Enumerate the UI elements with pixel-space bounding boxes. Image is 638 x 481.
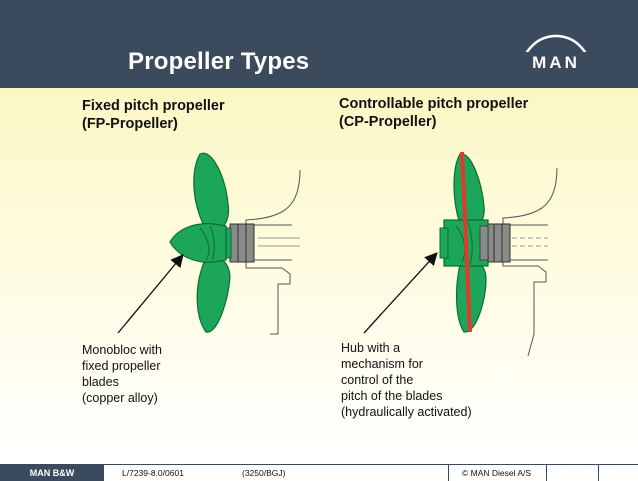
cp-lower-blade	[455, 263, 487, 333]
fp-hub	[169, 223, 227, 263]
fp-annotation-arrow	[117, 254, 184, 334]
cp-shaft-coupling	[485, 223, 511, 263]
page-title: Propeller Types	[128, 48, 310, 75]
svg-text:MAN: MAN	[532, 53, 580, 72]
fp-hull-outline	[245, 169, 301, 335]
man-logo-icon: MAN	[520, 34, 592, 72]
cp-heading-line1: Controllable pitch propeller	[339, 96, 529, 112]
cp-note-line: Hub with a	[341, 341, 401, 355]
cp-note-line: control of the	[341, 373, 414, 387]
footer-bar: MAN B&W L/7239-8.0/0601 (3250/BGJ) © MAN…	[0, 464, 638, 481]
fp-note-line: Monobloc with	[82, 343, 162, 357]
cp-upper-blade	[453, 153, 485, 225]
cp-note-line: pitch of the blades	[341, 389, 443, 403]
cp-propeller	[363, 151, 558, 357]
header-bar: Propeller Types MAN	[0, 0, 638, 88]
footer-brand: MAN B&W	[0, 465, 104, 481]
fp-note-line: blades	[82, 375, 119, 389]
content-area	[0, 88, 638, 464]
footer-divider	[598, 465, 599, 481]
fp-note-line: (copper alloy)	[82, 391, 158, 405]
fp-heading-line2: (FP-Propeller)	[82, 116, 178, 132]
fp-upper-blade	[193, 152, 230, 229]
cp-heading-line2: (CP-Propeller)	[339, 114, 437, 130]
footer-copyright: © MAN Diesel A/S	[462, 468, 532, 478]
cp-note-line: mechanism for	[341, 357, 423, 371]
footer-divider	[546, 465, 547, 481]
cp-hull-outline	[502, 167, 558, 357]
cp-annotation-arrow	[363, 252, 438, 334]
cp-note-line: (hydraulically activated)	[341, 405, 472, 419]
cp-pitch-line	[460, 151, 472, 333]
footer-divider	[448, 465, 449, 481]
fp-lower-blade	[196, 257, 231, 333]
fp-propeller	[117, 152, 301, 335]
fp-heading-line1: Fixed pitch propeller	[82, 98, 225, 114]
propeller-diagram	[117, 151, 558, 357]
footer-doc-ref: L/7239-8.0/0601	[122, 468, 184, 478]
fp-note-line: fixed propeller	[82, 359, 161, 373]
footer-code: (3250/BGJ)	[242, 468, 286, 478]
fp-shaft-coupling	[229, 223, 255, 263]
